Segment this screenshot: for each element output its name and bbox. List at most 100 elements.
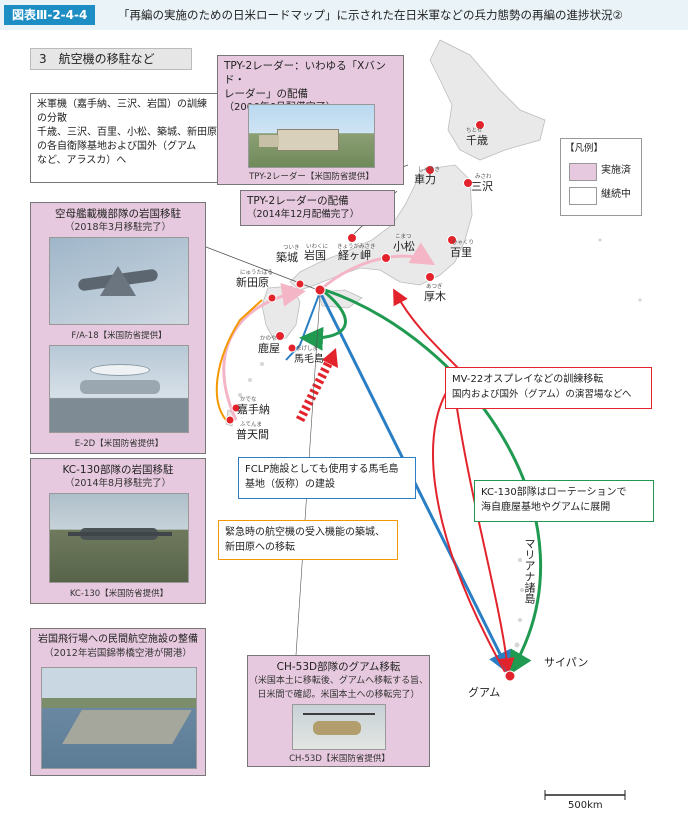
guam-label: グアム xyxy=(468,686,501,699)
komatsu-ruby: こまつ xyxy=(395,234,412,240)
kadena-label: 嘉手納 xyxy=(237,403,270,416)
kyogamisaki-ruby: きょうがみさき xyxy=(337,244,376,250)
base-komatsu xyxy=(381,253,391,263)
mageshima-label: 馬毛島 xyxy=(294,354,324,365)
kc130-rotation-line-1: KC-130部隊はローテーションで xyxy=(481,487,627,498)
hokkaido-land xyxy=(429,39,546,161)
atsugi-ruby: あつぎ xyxy=(426,284,443,290)
kadena-ruby: かでな xyxy=(240,397,257,403)
fclp-note: FCLP施設としても使用する馬毛島 基地（仮称）の建設 xyxy=(238,457,416,499)
shariki-ruby: しゃりき xyxy=(418,167,441,173)
nyutabaru-ruby: にゅうたばる xyxy=(240,270,274,276)
base-kyogamisaki xyxy=(347,233,357,243)
legend: 【凡例】 実施済 継続中 xyxy=(560,138,642,216)
base-kanoya xyxy=(275,331,285,341)
base-hyakuri xyxy=(447,235,457,245)
base-misawa xyxy=(463,178,473,188)
mv22-line-1: MV-22オスプレイなどの訓練移転 xyxy=(452,374,604,385)
carrier-wing-box: 空母艦載機部隊の岩国移駐 （2018年3月移駐完了） F/A-18【米国防省提供… xyxy=(30,202,206,454)
legend-title: 【凡例】 xyxy=(565,143,604,154)
figure-header: 図表Ⅲ-2-4-4 「再編の実施のための日米ロードマップ」に示された在日米軍など… xyxy=(0,0,688,31)
emergency-note: 緊急時の航空機の受入機能の築城、 新田原への移転 xyxy=(218,520,398,560)
hyakuri-label: 百里 xyxy=(450,246,472,259)
iwakuni-airport-box: 岩国飛行場への民間航空施設の整備 （2012年岩国錦帯橋空港が開港） xyxy=(30,628,206,776)
ch53d-sub2: 日米間で確認。米国本土への移転完了） xyxy=(257,690,420,700)
tpy2-radar-photo xyxy=(248,104,375,168)
hyakuri-ruby: ひゃくり xyxy=(452,240,475,246)
futenma-label: 普天間 xyxy=(236,428,269,441)
base-iwakuni xyxy=(314,284,326,296)
figure-title: 「再編の実施のための日米ロードマップ」に示された在日米軍などの兵力態勢の再編の進… xyxy=(118,8,623,22)
emergency-line-2: 新田原への移転 xyxy=(225,542,295,553)
tsuiki-label: 築城 xyxy=(276,251,298,264)
tpy2-shariki-caption: TPY-2レーダー【米国防省提供】 xyxy=(249,172,374,182)
base-kadena xyxy=(231,403,241,413)
tpy2-kyogamisaki-box: TPY-2レーダーの配備 （2014年12月配備完了） xyxy=(240,190,395,226)
fa18-caption: F/A-18【米国防省提供】 xyxy=(71,331,167,341)
fclp-line-2: 基地（仮称）の建設 xyxy=(245,479,335,490)
kc130-rotation-note: KC-130部隊はローテーションで 海自鹿屋基地やグアムに展開 xyxy=(474,480,654,522)
kc130-rotation-line-2: 海自鹿屋基地やグアムに展開 xyxy=(481,502,611,513)
training-line-1: 米軍機（嘉手納、三沢、岩国）の訓練 xyxy=(37,99,207,110)
mariana-label: マリアナ諸島 xyxy=(523,538,536,604)
kanoya-ruby: かのや xyxy=(260,336,277,342)
base-futenma xyxy=(225,415,235,425)
kc130-photo xyxy=(49,493,189,583)
e2d-caption: E-2D【米国防省提供】 xyxy=(74,439,164,449)
shariki-label: 車力 xyxy=(414,173,436,186)
nyutabaru-label: 新田原 xyxy=(236,276,269,289)
training-line-4: の各自衛隊基地および国外（グアム xyxy=(37,141,197,152)
iwakuni-airport-sub: （2012年岩国錦帯橋空港が開港） xyxy=(44,648,192,659)
chitose-ruby: ちとせ xyxy=(466,128,483,134)
carrier-wing-sub: （2018年3月移駐完了） xyxy=(64,222,172,233)
ch53d-box: CH-53D部隊のグアム移転 （米国本土に移転後、グアムへ移転する旨、 日米間で… xyxy=(247,655,430,767)
base-shariki xyxy=(425,165,435,175)
legend-done-swatch xyxy=(569,163,597,181)
tsuiki-ruby: ついき xyxy=(283,245,300,251)
ch53d-title: CH-53D部隊のグアム移転 xyxy=(276,661,401,673)
mv22-note: MV-22オスプレイなどの訓練移転 国内および国外（グアム）の演習場などへ xyxy=(445,367,652,409)
fa18-photo xyxy=(49,237,189,325)
iwakuni-airport-title: 岩国飛行場への民間航空施設の整備 xyxy=(38,634,198,645)
futenma-ruby: ふてんま xyxy=(240,422,263,428)
misawa-label: 三沢 xyxy=(471,180,493,193)
base-tsuiki xyxy=(295,279,305,289)
base-chitose xyxy=(475,120,485,130)
scale-label: 500km xyxy=(568,800,603,811)
kyogamisaki-label: 経ヶ岬 xyxy=(338,249,371,262)
training-line-5: など、アラスカ）へ xyxy=(37,155,127,166)
legend-continuing-label: 継続中 xyxy=(601,189,631,200)
ch53d-caption: CH-53D【米国防省提供】 xyxy=(289,754,390,764)
mageshima-ruby: まげしま xyxy=(296,346,319,352)
base-nyutabaru xyxy=(267,293,277,303)
training-dispersal-box: 米軍機（嘉手納、三沢、岩国）の訓練 の分散 千歳、三沢、百里、小松、築城、新田原… xyxy=(30,93,242,183)
iwakuni-airport-photo xyxy=(41,667,197,769)
ch53d-sub1: （米国本土に移転後、グアムへ移転する旨、 xyxy=(248,676,429,686)
e2d-photo xyxy=(49,345,189,433)
base-guam xyxy=(504,670,516,682)
legend-done-label: 実施済 xyxy=(601,165,631,176)
tpy2-shariki-title-1: TPY-2レーダー：いわゆる「Xバンド・ xyxy=(224,60,386,86)
iwakuni-ruby: いわくに xyxy=(306,244,329,250)
atsugi-label: 厚木 xyxy=(424,290,446,303)
mv22-line-2: 国内および国外（グアム）の演習場などへ xyxy=(452,389,632,400)
kc130-title: KC-130部隊の岩国移駐 xyxy=(62,464,174,476)
base-atsugi xyxy=(425,272,435,282)
kanoya-label: 鹿屋 xyxy=(258,342,280,355)
tpy2-shariki-box: TPY-2レーダー：いわゆる「Xバンド・ レーダー」の配備 （2006年6月配備… xyxy=(217,55,404,185)
saipan-label: サイパン xyxy=(544,656,589,669)
misawa-ruby: みさわ xyxy=(475,174,492,180)
tpy2-kyogamisaki-sub: （2014年12月配備完了） xyxy=(247,209,360,220)
komatsu-label: 小松 xyxy=(393,240,415,253)
kc130-caption: KC-130【米国防省提供】 xyxy=(69,589,169,599)
training-line-3: 千歳、三沢、百里、小松、築城、新田原 xyxy=(37,127,217,138)
tpy2-kyogamisaki-title: TPY-2レーダーの配備 xyxy=(247,195,349,207)
kc130-box: KC-130部隊の岩国移駐 （2014年8月移駐完了） KC-130【米国防省提… xyxy=(30,458,206,604)
legend-continuing-swatch xyxy=(569,187,597,205)
kc130-sub: （2014年8月移駐完了） xyxy=(64,478,172,489)
ch53d-photo xyxy=(292,704,386,750)
figure-number: 図表Ⅲ-2-4-4 xyxy=(4,5,96,25)
emergency-line-1: 緊急時の航空機の受入機能の築城、 xyxy=(225,527,385,538)
base-mageshima xyxy=(287,343,297,353)
